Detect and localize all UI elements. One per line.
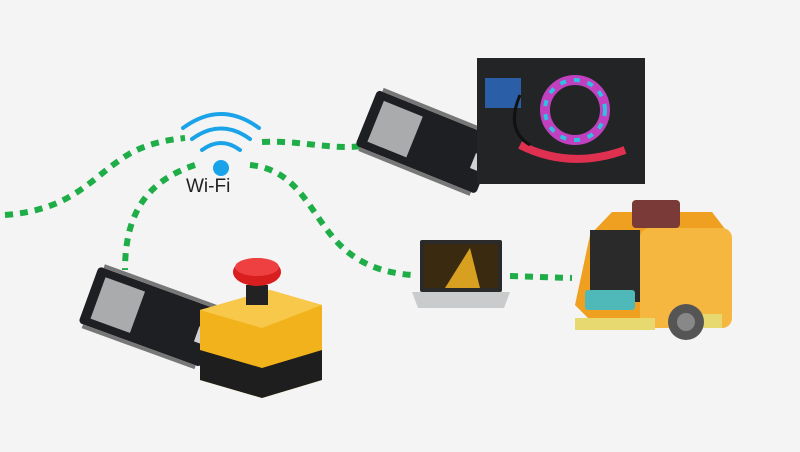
link-laptop-to-robot — [509, 273, 573, 281]
link-wifi-to-esp32-top — [261, 138, 363, 150]
robot — [575, 200, 732, 340]
link-wifi-to-laptop — [249, 162, 413, 278]
laptop — [412, 240, 510, 308]
emergency-stop-button — [200, 258, 322, 398]
esp32-board-bottom — [79, 264, 220, 370]
esp32-board-top — [356, 87, 497, 196]
wifi-icon — [181, 112, 261, 176]
link-left-to-wifi — [4, 135, 186, 218]
link-wifi-to-esp32-bottom — [122, 162, 196, 271]
wifi-label: Wi-Fi — [186, 176, 231, 197]
led-strip-photo — [477, 58, 645, 184]
